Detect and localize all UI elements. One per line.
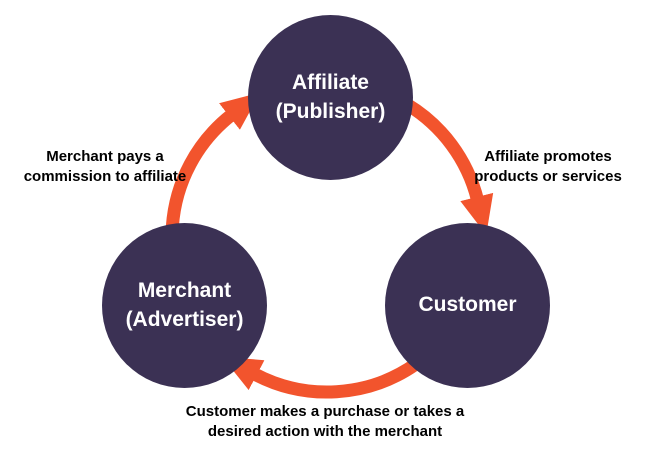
label-customer-makes-purchase: Customer makes a purchase or takes a des… xyxy=(185,403,465,441)
arrow-merchant-to-affiliate xyxy=(165,92,261,233)
node-affiliate-line1: Affiliate xyxy=(291,71,369,95)
label-merchant-pays-commission: Merchant pays a commission to affiliate xyxy=(23,148,187,186)
node-customer-line1: Customer xyxy=(418,293,517,317)
node-merchant-line1: Merchant xyxy=(137,279,232,303)
node-affiliate-publisher: Affiliate (Publisher) xyxy=(248,15,413,180)
label-affiliate-promotes: Affiliate promotes products or services xyxy=(474,148,622,186)
node-affiliate-line2: (Publisher) xyxy=(275,99,386,123)
arrow-affiliate-to-customer xyxy=(400,97,494,235)
node-merchant-line2: (Advertiser) xyxy=(125,307,244,331)
arrow-customer-to-merchant xyxy=(222,356,423,399)
node-merchant-advertiser: Merchant (Advertiser) xyxy=(102,223,267,388)
node-customer: Customer xyxy=(385,223,550,388)
